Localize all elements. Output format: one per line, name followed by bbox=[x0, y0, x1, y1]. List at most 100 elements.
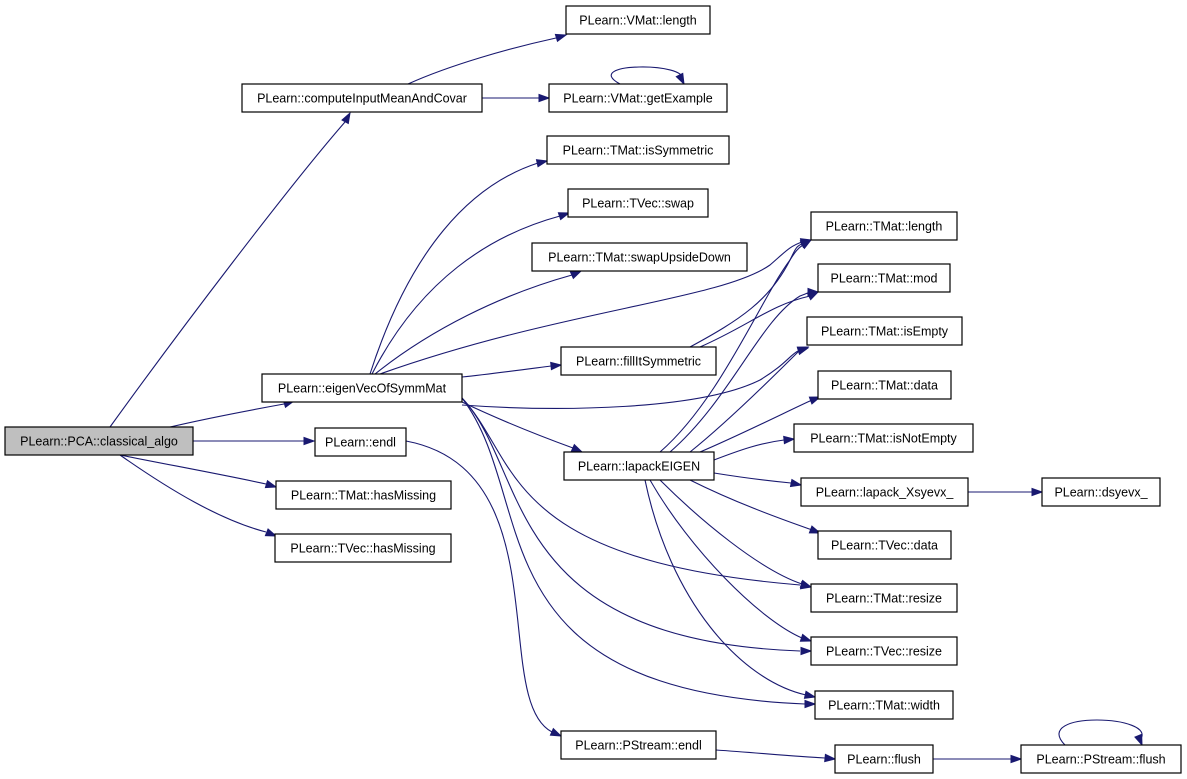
arrowhead-icon bbox=[549, 727, 563, 737]
edge-line bbox=[461, 401, 574, 449]
node-label: PLearn::fillItSymmetric bbox=[576, 355, 701, 369]
edge-line bbox=[713, 439, 785, 461]
node-lapack-xsyevx-[interactable]: PLearn::lapack_Xsyevx_ bbox=[800, 477, 969, 507]
node-box bbox=[817, 370, 952, 400]
edge-line bbox=[659, 244, 804, 453]
node-pstream-flush[interactable]: PLearn::PStream::flush bbox=[1020, 744, 1182, 774]
edge-line bbox=[369, 162, 539, 375]
arrowhead-icon bbox=[557, 212, 571, 221]
call-edge bbox=[461, 397, 813, 656]
arrowhead-icon bbox=[303, 436, 316, 446]
node-box bbox=[793, 423, 974, 453]
arrowhead-icon bbox=[803, 690, 817, 699]
node-flush[interactable]: PLearn::flush bbox=[834, 744, 934, 774]
node-tmat-swapupsidedown[interactable]: PLearn::TMat::swapUpsideDown bbox=[531, 242, 748, 272]
edge-line bbox=[379, 241, 803, 375]
node-label: PLearn::eigenVecOfSymmMat bbox=[278, 382, 447, 396]
node-label: PLearn::endl bbox=[325, 436, 396, 450]
node-tvec-hasmissing[interactable]: PLearn::TVec::hasMissing bbox=[274, 533, 452, 563]
arrowhead-icon bbox=[799, 239, 813, 250]
node-fillitsymmetric[interactable]: PLearn::fillItSymmetric bbox=[560, 346, 717, 376]
node-eigenvecofsymmmat[interactable]: PLearn::eigenVecOfSymmMat bbox=[261, 373, 463, 403]
arrowhead-icon bbox=[1031, 487, 1044, 497]
arrowhead-icon bbox=[538, 93, 551, 103]
node-computeinputmeanandcovar[interactable]: PLearn::computeInputMeanAndCovar bbox=[241, 83, 483, 113]
edge-line bbox=[461, 350, 799, 409]
call-edge bbox=[369, 159, 549, 375]
arrowhead-icon bbox=[796, 346, 810, 355]
node-box bbox=[4, 426, 194, 456]
node-label: PLearn::TMat::isSymmetric bbox=[563, 144, 714, 158]
call-edge bbox=[407, 33, 568, 85]
arrowhead-icon bbox=[550, 361, 563, 371]
node-pstream-endl[interactable]: PLearn::PStream::endl bbox=[560, 730, 717, 760]
node-dsyevx-[interactable]: PLearn::dsyevx_ bbox=[1041, 477, 1161, 507]
function-nodes: PLearn::PCA::classical_algo PLearn::compu… bbox=[4, 5, 1182, 774]
edge-line bbox=[405, 440, 553, 733]
node-label: PLearn::TMat::isEmpty bbox=[821, 325, 949, 339]
arrowhead-icon bbox=[554, 33, 568, 43]
node-lapackeigen[interactable]: PLearn::lapackEIGEN bbox=[563, 451, 715, 481]
edge-line bbox=[669, 291, 811, 453]
call-edge bbox=[689, 346, 810, 453]
node-label: PLearn::lapack_Xsyevx_ bbox=[816, 486, 955, 500]
node-box bbox=[546, 135, 730, 165]
node-tmat-issymmetric[interactable]: PLearn::TMat::isSymmetric bbox=[546, 135, 730, 165]
node-tmat-length[interactable]: PLearn::TMat::length bbox=[810, 211, 958, 241]
call-edge bbox=[119, 454, 278, 537]
node-label: PLearn::TVec::data bbox=[831, 539, 938, 553]
call-edge bbox=[109, 111, 351, 428]
node-label: PLearn::dsyevx_ bbox=[1054, 486, 1148, 500]
node-tvec-swap[interactable]: PLearn::TVec::swap bbox=[567, 188, 709, 218]
node-tmat-isempty[interactable]: PLearn::TMat::isEmpty bbox=[806, 316, 963, 346]
node-box bbox=[814, 690, 954, 720]
call-edge bbox=[193, 436, 316, 446]
arrowhead-icon bbox=[808, 396, 822, 405]
node-vmat-getexample[interactable]: PLearn::VMat::getExample bbox=[548, 83, 728, 113]
node-label: PLearn::TMat::swapUpsideDown bbox=[548, 251, 731, 265]
edge-line bbox=[1058, 719, 1143, 746]
edge-line bbox=[119, 454, 267, 485]
node-label: PLearn::TMat::width bbox=[828, 699, 940, 713]
edge-line bbox=[689, 479, 813, 531]
call-edge bbox=[1058, 719, 1143, 747]
call-edge bbox=[689, 479, 822, 534]
call-edge bbox=[659, 239, 813, 453]
edge-line bbox=[109, 121, 346, 428]
node-box bbox=[241, 83, 483, 113]
node-tmat-resize[interactable]: PLearn::TMat::resize bbox=[810, 583, 958, 613]
node-vmat-length[interactable]: PLearn::VMat::length bbox=[565, 5, 711, 35]
arrowhead-icon bbox=[1010, 754, 1023, 764]
call-edge bbox=[371, 212, 571, 375]
call-edge bbox=[461, 361, 563, 378]
edge-line bbox=[644, 479, 807, 696]
node-label: PLearn::TMat::data bbox=[831, 379, 938, 393]
node-label: PLearn::VMat::getExample bbox=[563, 92, 712, 106]
node-tmat-isnotempty[interactable]: PLearn::TMat::isNotEmpty bbox=[793, 423, 974, 453]
arrowhead-icon bbox=[783, 435, 796, 445]
arrowhead-icon bbox=[535, 159, 549, 168]
node-label: PLearn::TMat::length bbox=[826, 220, 943, 234]
node-box bbox=[834, 744, 934, 774]
node-tmat-hasmissing[interactable]: PLearn::TMat::hasMissing bbox=[275, 480, 452, 510]
node-label: PLearn::TMat::mod bbox=[831, 272, 938, 286]
edge-line bbox=[659, 479, 803, 585]
node-box bbox=[810, 211, 958, 241]
edge-line bbox=[461, 397, 806, 705]
node-box bbox=[806, 316, 963, 346]
call-edge bbox=[713, 435, 796, 461]
node-box bbox=[548, 83, 728, 113]
node-tmat-mod[interactable]: PLearn::TMat::mod bbox=[817, 263, 951, 293]
node-tvec-resize[interactable]: PLearn::TVec::resize bbox=[810, 636, 958, 666]
node-box bbox=[560, 346, 717, 376]
edge-line bbox=[649, 479, 803, 639]
node-endl[interactable]: PLearn::endl bbox=[314, 427, 407, 457]
node-classical-algo[interactable]: PLearn::PCA::classical_algo bbox=[4, 426, 194, 456]
node-tmat-width[interactable]: PLearn::TMat::width bbox=[814, 690, 954, 720]
node-tvec-data[interactable]: PLearn::TVec::data bbox=[817, 530, 952, 560]
node-box bbox=[560, 730, 717, 760]
node-tmat-data[interactable]: PLearn::TMat::data bbox=[817, 370, 952, 400]
arrowhead-icon bbox=[804, 699, 817, 709]
call-edge bbox=[461, 397, 813, 590]
